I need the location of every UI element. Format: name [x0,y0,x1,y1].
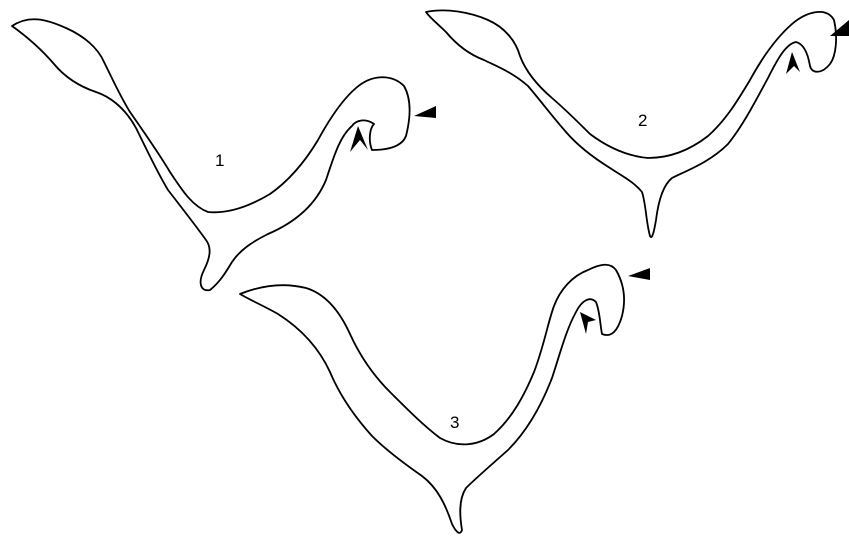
section-3-label: 3 [450,413,459,432]
section-1-arrowhead-outer [414,106,436,118]
section-1-arrowhead-inner [350,126,368,152]
section-3-arrowhead-inner [580,312,596,334]
section-2-arrowhead-inner [786,52,800,74]
section-3: 3 [240,265,650,533]
section-2-arrowhead-outer [830,20,849,36]
section-1: 1 [12,19,436,290]
section-1-outline [12,19,410,290]
section-2-outline [426,10,836,237]
section-2-label: 2 [638,111,647,130]
section-3-arrowhead-outer [628,268,650,280]
section-3-outline [240,265,624,533]
section-2: 2 [426,10,849,237]
section-1-label: 1 [215,151,224,170]
